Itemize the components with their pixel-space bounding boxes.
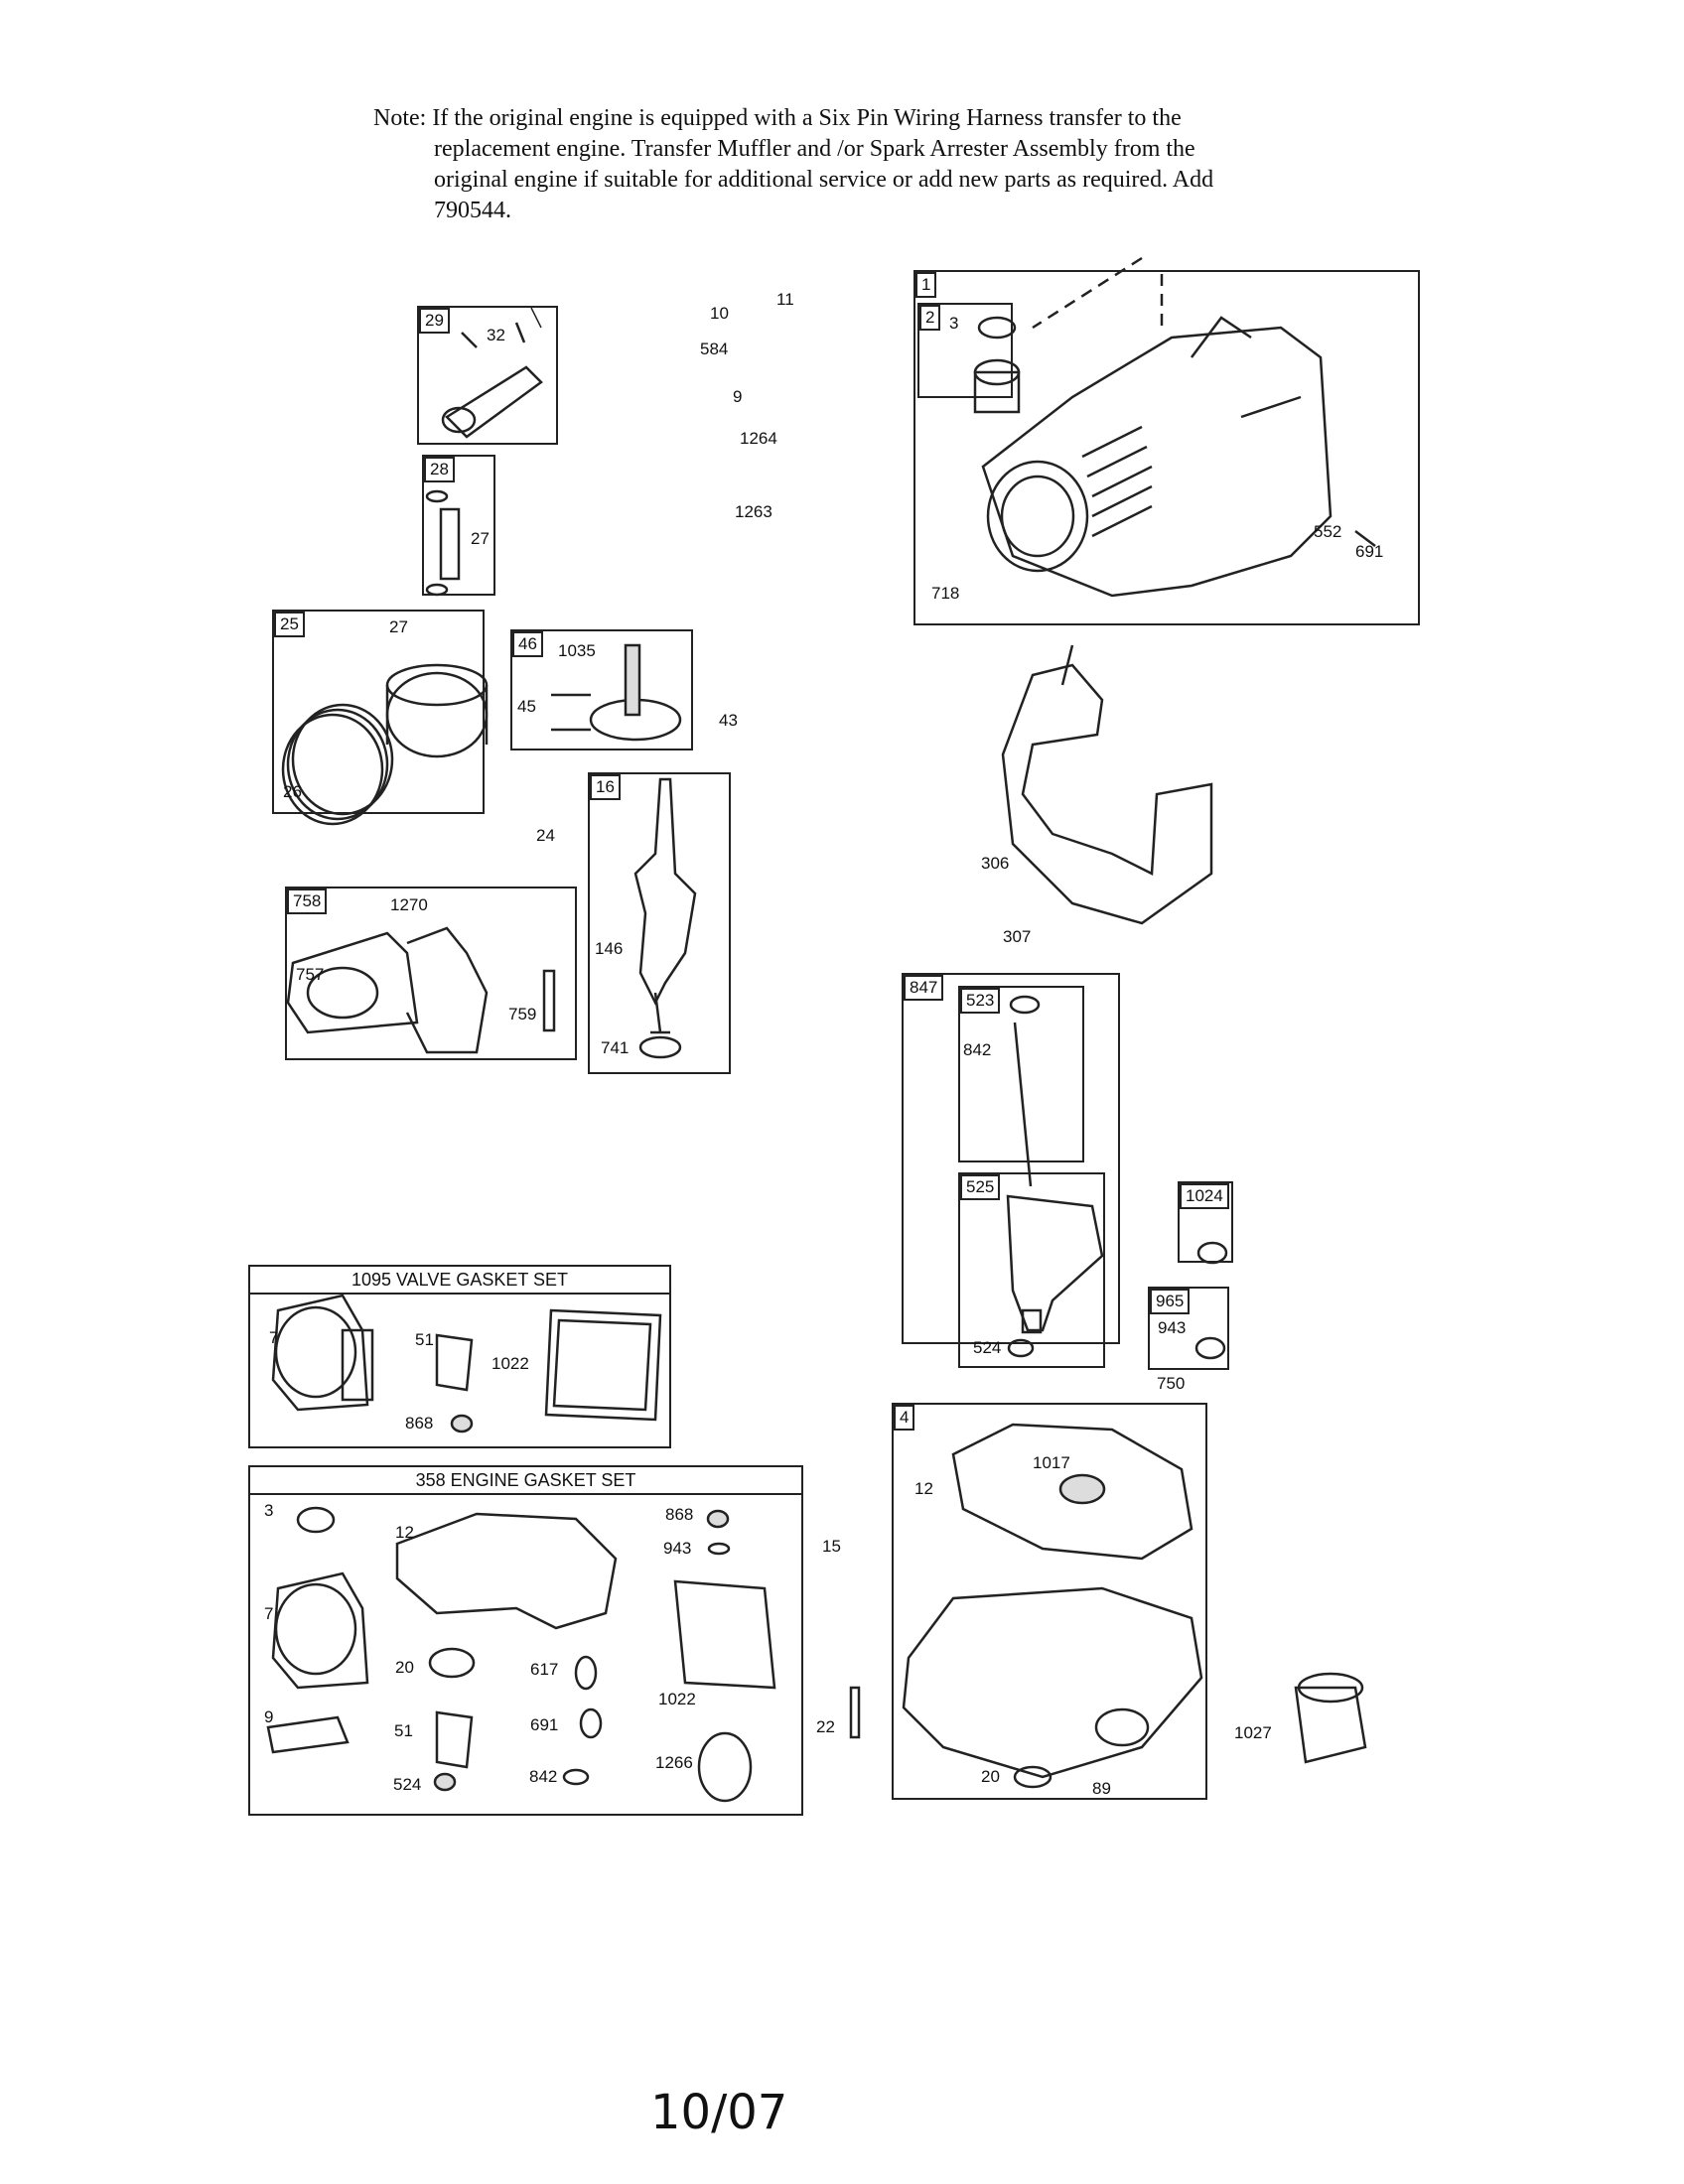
part-label: 45 [517, 697, 536, 716]
panel-part-1024: 1024 [1178, 1181, 1233, 1263]
tag-1024: 1024 [1180, 1183, 1229, 1209]
part-label: 51 [394, 1721, 413, 1740]
part-label: 43 [719, 711, 738, 730]
tag-46: 46 [512, 631, 543, 657]
panel-valve-gasket-set: 1095 VALVE GASKET SET [248, 1265, 671, 1448]
part-label: 691 [530, 1715, 559, 1734]
tag-523: 523 [960, 988, 1001, 1014]
panel-sump-assembly: 4 [892, 1403, 1207, 1800]
part-label: 1263 [735, 502, 772, 521]
part-label: 3 [264, 1501, 274, 1520]
part-label: 146 [595, 939, 624, 958]
panel-dipstick-assembly: 847 [902, 973, 1120, 1344]
note-text: Note: If the original engine is equipped… [373, 103, 1267, 226]
part-label: 12 [914, 1479, 933, 1498]
part-label: 1264 [740, 429, 777, 448]
part-label: 3 [949, 314, 959, 333]
part-label: 51 [415, 1330, 434, 1349]
note-line-3: original engine if suitable for addition… [434, 167, 1214, 193]
part-label: 718 [931, 584, 960, 603]
cylinder-block-drawing [981, 256, 1376, 598]
part-label: 22 [816, 1717, 835, 1736]
panel-dipstick: 523 [958, 986, 1084, 1162]
part-label: 27 [389, 617, 408, 636]
panel-bearing-kit: 2 [917, 303, 1013, 398]
part-label: 617 [530, 1660, 559, 1679]
part-label: 1270 [390, 895, 428, 914]
tag-847: 847 [904, 975, 944, 1001]
part-label: 12 [395, 1523, 414, 1542]
note-line-4: 790544. [434, 198, 511, 223]
part-label: 15 [822, 1537, 841, 1556]
part-label: 741 [601, 1038, 630, 1057]
panel-engine-gasket-set: 358 ENGINE GASKET SET [248, 1465, 803, 1816]
panel-crankshaft: 16 [588, 772, 731, 1074]
tag-525: 525 [960, 1174, 1001, 1200]
part-label: 10 [710, 304, 729, 323]
part-label: 9 [264, 1707, 274, 1726]
part-label: 842 [529, 1767, 558, 1786]
part-label: 27 [471, 529, 490, 548]
part-label: 1035 [558, 641, 596, 660]
panel-dipstick-tube: 525 [958, 1172, 1105, 1368]
panel-part-965: 965 [1148, 1287, 1229, 1370]
part-label: 842 [963, 1040, 992, 1059]
panel-connecting-rod: 29 [417, 306, 558, 445]
page-footer-date: 10/07 [650, 2085, 788, 2140]
part-label: 11 [776, 290, 794, 309]
part-label: 943 [663, 1539, 692, 1558]
part-label: 1266 [655, 1753, 693, 1772]
part-label: 26 [283, 782, 302, 801]
tag-758: 758 [287, 888, 328, 914]
part-label: 20 [395, 1658, 414, 1677]
tag-16: 16 [590, 774, 621, 800]
part-label: 943 [1158, 1318, 1187, 1337]
part-label: 584 [700, 340, 729, 358]
part-label: 306 [981, 854, 1010, 873]
note-line-2: replacement engine. Transfer Muffler and… [434, 136, 1195, 162]
part-label: 524 [393, 1775, 422, 1794]
tag-28: 28 [424, 457, 455, 482]
part-label: 7 [264, 1604, 274, 1623]
part-label: 89 [1092, 1779, 1111, 1798]
part-label: 524 [973, 1338, 1002, 1357]
part-label: 7 [269, 1328, 279, 1347]
tag-2: 2 [919, 305, 941, 331]
part-label: 20 [981, 1767, 1000, 1786]
part-label: 9 [733, 387, 743, 406]
part-label: 759 [508, 1005, 537, 1024]
part-label: 1022 [491, 1354, 529, 1373]
engine-gasket-set-title: 358 ENGINE GASKET SET [250, 1467, 801, 1495]
part-label: 32 [487, 326, 505, 344]
part-label: 868 [405, 1414, 434, 1433]
part-label: 691 [1355, 542, 1384, 561]
panel-piston-pin: 28 [422, 455, 495, 596]
part-label: 1027 [1234, 1723, 1272, 1742]
tag-1: 1 [915, 272, 937, 298]
part-label: 868 [665, 1505, 694, 1524]
part-label: 750 [1157, 1374, 1186, 1393]
tag-25: 25 [274, 612, 305, 637]
part-label: 552 [1314, 522, 1342, 541]
tag-29: 29 [419, 308, 450, 334]
panel-balancer: 758 [285, 887, 577, 1060]
note-line-1: Note: If the original engine is equipped… [373, 105, 1182, 131]
part-label: 757 [296, 965, 325, 984]
tag-965: 965 [1150, 1289, 1191, 1314]
part-label: 24 [536, 826, 555, 845]
panel-piston-assembly: 25 [272, 610, 485, 814]
panel-cylinder-assembly: 1 [913, 270, 1420, 625]
part-label: 1017 [1033, 1453, 1070, 1472]
tag-4: 4 [894, 1405, 915, 1431]
panel-camshaft: 46 [510, 629, 693, 751]
valve-gasket-set-title: 1095 VALVE GASKET SET [250, 1267, 669, 1295]
part-label: 1022 [658, 1690, 696, 1708]
part-label: 307 [1003, 927, 1032, 946]
